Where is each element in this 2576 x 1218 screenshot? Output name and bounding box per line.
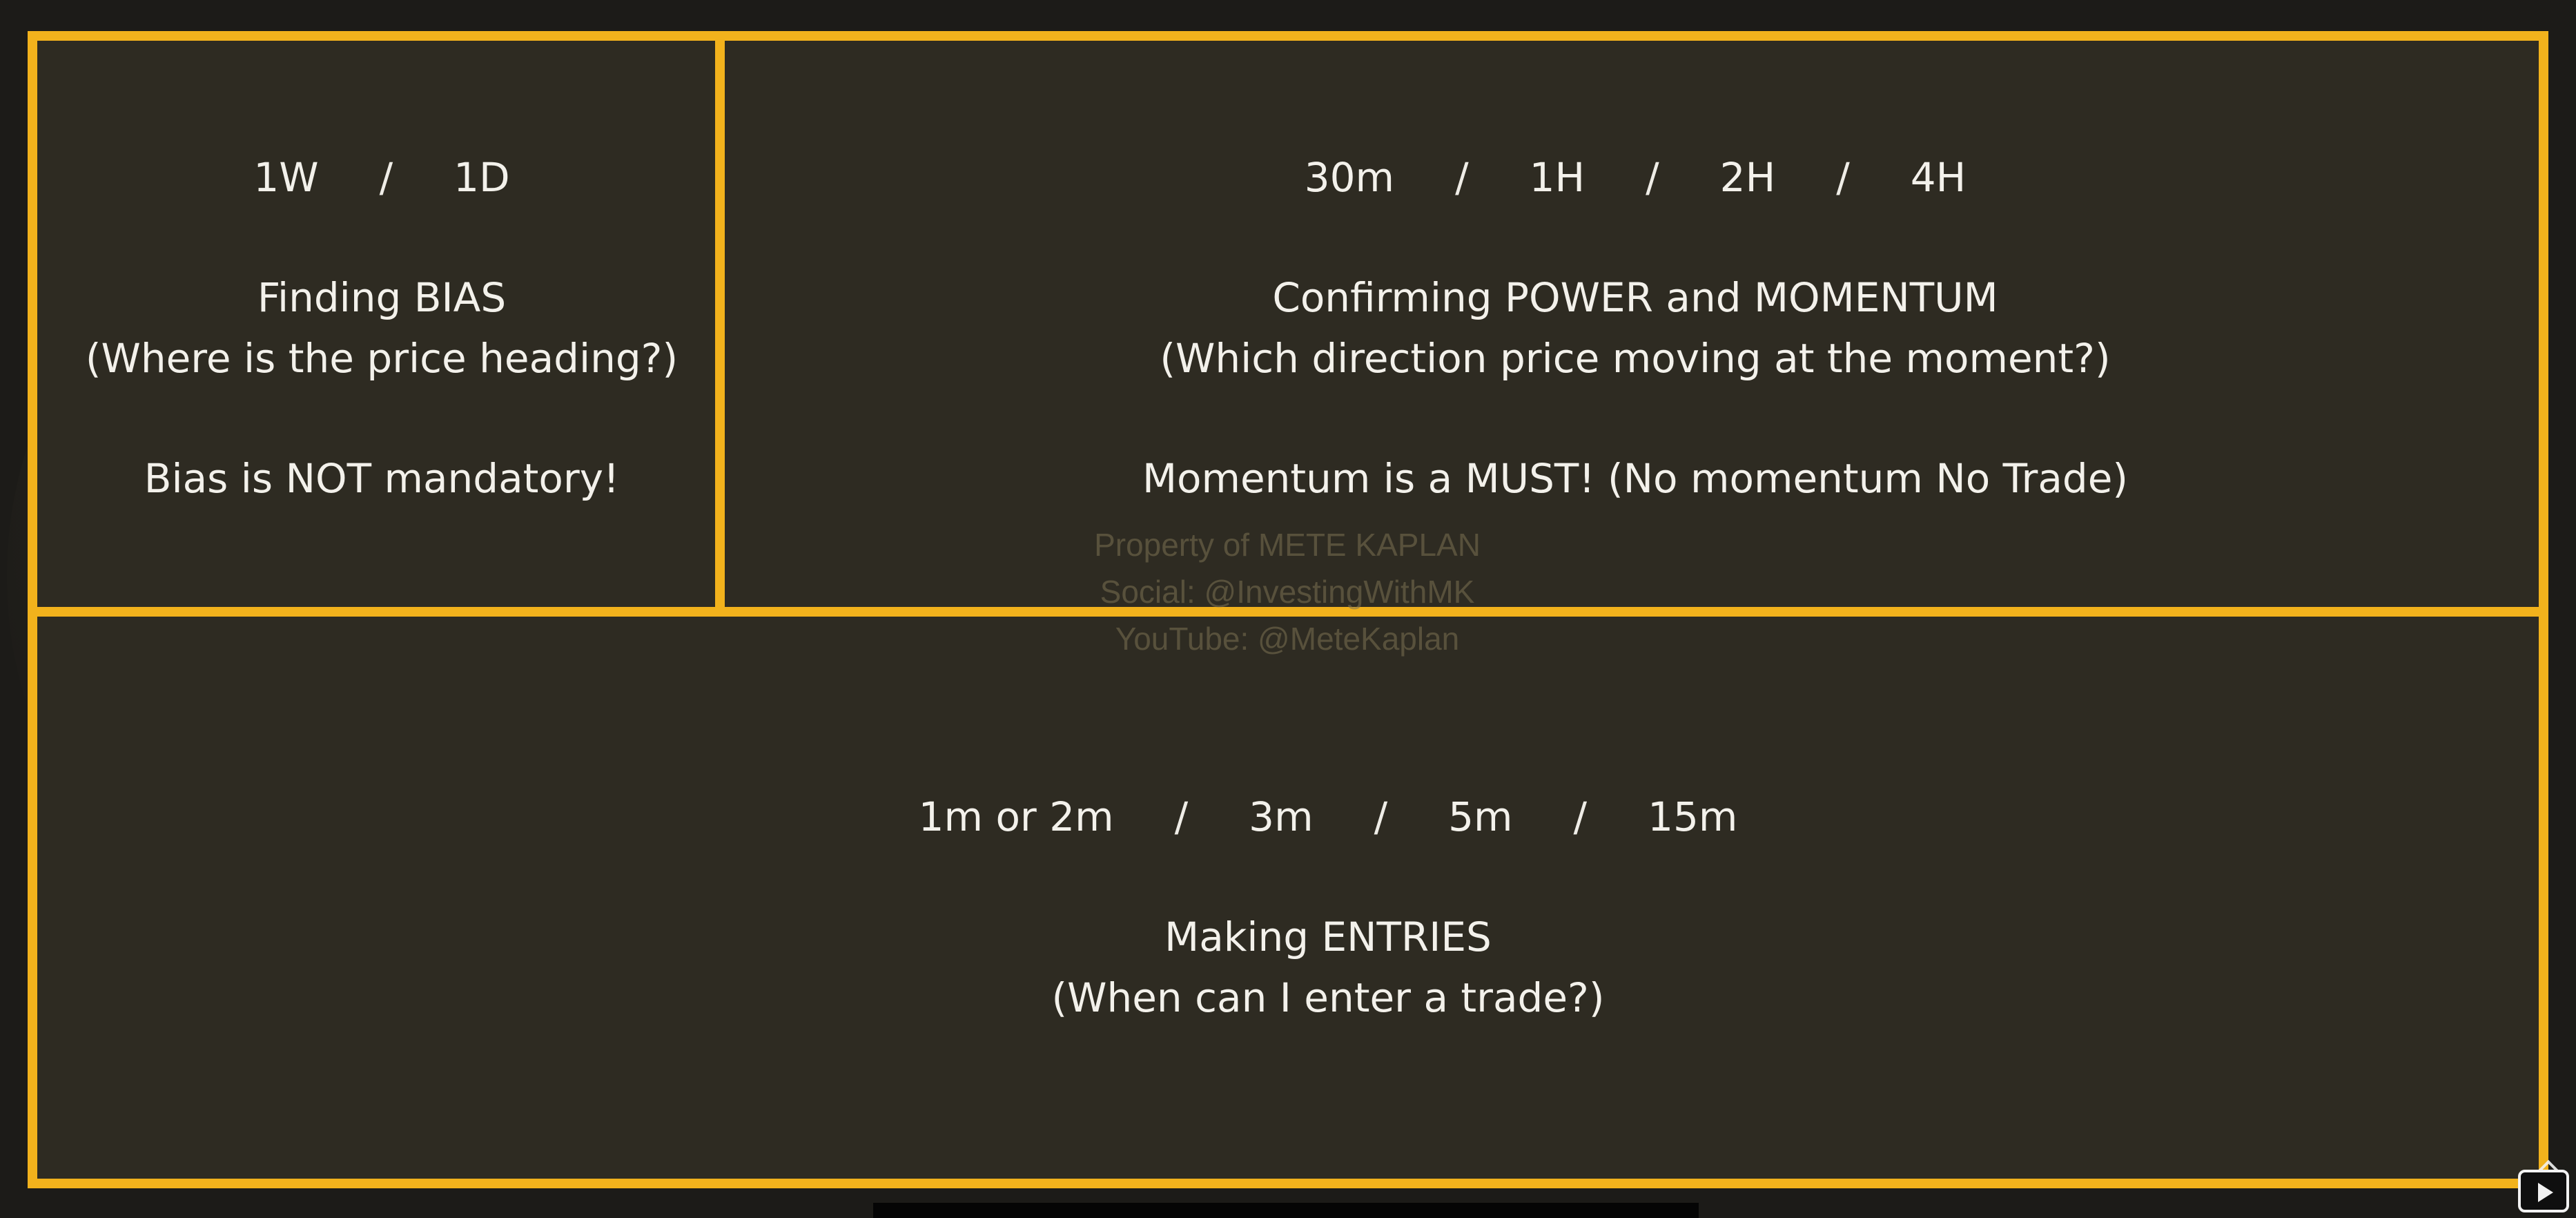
momentum-panel: 30m / 1H / 2H / 4H Confirming POWER and … xyxy=(748,147,2522,509)
bias-panel: 1W / 1D Finding BIAS (Where is the price… xyxy=(65,147,699,509)
timeframe-1w: 1W xyxy=(253,154,319,201)
momentum-note: Momentum is a MUST! (No momentum No Trad… xyxy=(1142,455,2129,502)
copyright-watermark: Property of METE KAPLAN Social: @Investi… xyxy=(1001,521,1574,662)
timeframe-separator: / xyxy=(1174,793,1189,840)
timeframe-1d: 1D xyxy=(453,154,510,201)
timeframe-separator: / xyxy=(1374,793,1388,840)
spacer xyxy=(65,389,699,448)
timeframe-15m: 15m xyxy=(1648,793,1738,840)
timeframe-separator: / xyxy=(1646,154,1659,201)
watermark-youtube: YouTube: @MeteKaplan xyxy=(1115,621,1460,657)
timeframe-30m: 30m xyxy=(1304,154,1395,201)
timeframe-1m-or-2m: 1m or 2m xyxy=(918,793,1114,840)
entries-timeframes: 1m or 2m / 3m / 5m / 15m xyxy=(755,786,1901,847)
bias-timeframes: 1W / 1D xyxy=(65,147,699,208)
timeframe-5m: 5m xyxy=(1448,793,1513,840)
watermark-owner: Property of METE KAPLAN xyxy=(1094,527,1481,563)
timeframe-2h: 2H xyxy=(1719,154,1776,201)
watermark-social: Social: @InvestingWithMK xyxy=(1100,574,1475,610)
play-tv-icon xyxy=(2518,1170,2569,1212)
spacer xyxy=(755,847,1901,907)
momentum-subtitle: (Which direction price moving at the mom… xyxy=(1160,335,2111,382)
entries-title: Making ENTRIES xyxy=(1164,914,1492,960)
timeframe-separator: / xyxy=(379,154,393,201)
vertical-divider xyxy=(715,41,725,607)
spacer xyxy=(748,208,2522,267)
video-bottom-strip xyxy=(873,1203,1699,1218)
horizontal-divider xyxy=(37,607,2539,617)
spacer xyxy=(65,208,699,267)
momentum-timeframes: 30m / 1H / 2H / 4H xyxy=(748,147,2522,208)
spacer xyxy=(748,389,2522,448)
timeframe-separator: / xyxy=(1573,793,1588,840)
bias-subtitle: (Where is the price heading?) xyxy=(85,335,679,382)
timeframe-diagram-board: 1W / 1D Finding BIAS (Where is the price… xyxy=(28,31,2548,1188)
timeframe-separator: / xyxy=(1455,154,1469,201)
timeframe-3m: 3m xyxy=(1249,793,1314,840)
entries-panel: 1m or 2m / 3m / 5m / 15m Making ENTRIES … xyxy=(755,786,1901,1028)
timeframe-separator: / xyxy=(1836,154,1850,201)
momentum-title: Confirming POWER and MOMENTUM xyxy=(1272,274,1998,321)
entries-subtitle: (When can I enter a trade?) xyxy=(1051,974,1605,1021)
timeframe-1h: 1H xyxy=(1529,154,1585,201)
bias-note: Bias is NOT mandatory! xyxy=(144,455,620,502)
timeframe-4h: 4H xyxy=(1910,154,1967,201)
bias-title: Finding BIAS xyxy=(257,274,507,321)
